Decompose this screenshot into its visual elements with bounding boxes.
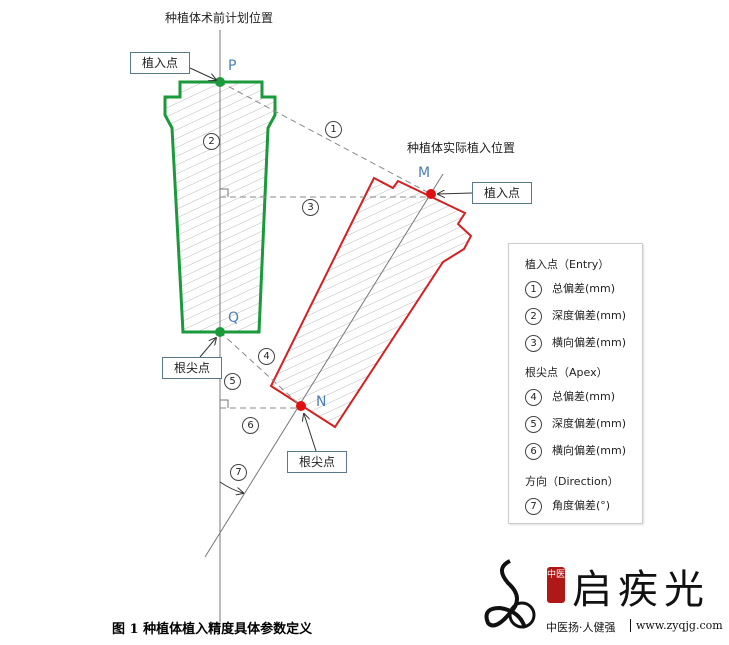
logo-badge: 中医: [547, 567, 565, 603]
right-angle-mark: [220, 399, 229, 408]
legend-label: 横向偏差(mm): [552, 444, 627, 457]
legend-item: 7 角度偏差(°): [525, 497, 610, 515]
legend-item: 5 深度偏差(mm): [525, 415, 626, 433]
label-q: Q: [228, 310, 240, 326]
figure-caption: 图 1 种植体植入精度具体参数定义: [112, 622, 313, 637]
point-m: [426, 189, 436, 199]
callout-apex-planned: 根尖点: [162, 357, 222, 379]
legend-marker: 7: [525, 497, 542, 515]
callout-entry-planned: 植入点: [130, 52, 190, 74]
marker-3: 3: [302, 199, 319, 216]
legend-marker: 6: [525, 442, 542, 460]
legend-item: 2 深度偏差(mm): [525, 307, 626, 325]
actual-implant: [269, 176, 473, 429]
legend-item: 1 总偏差(mm): [525, 280, 615, 298]
legend-label: 横向偏差(mm): [552, 336, 627, 349]
marker-2: 2: [203, 133, 220, 150]
callout-arrows: [189, 67, 473, 452]
legend-label: 深度偏差(mm): [552, 309, 627, 322]
callout-apex-actual: 根尖点: [287, 451, 347, 473]
logo-url: www.zyqjg.com: [630, 619, 723, 632]
right-angle-mark: [220, 188, 229, 197]
actual-position-title: 种植体实际植入位置: [407, 141, 516, 155]
label-m: M: [418, 165, 431, 181]
legend-marker: 2: [525, 307, 542, 325]
watermark-logo: 中医 启疾光 中医扬·人健强 www.zyqjg.com: [480, 553, 725, 638]
legend-marker: 5: [525, 415, 542, 433]
logo-slogan: 中医扬·人健强: [546, 621, 616, 634]
legend-marker: 3: [525, 334, 542, 352]
marker-6: 6: [242, 417, 259, 434]
marker-4: 4: [258, 348, 275, 365]
label-n: N: [316, 394, 327, 410]
callout-entry-actual: 植入点: [472, 182, 532, 204]
legend-marker: 1: [525, 280, 542, 298]
marker-5: 5: [224, 373, 241, 390]
legend-item: 6 横向偏差(mm): [525, 442, 626, 460]
legend-item: 4 总偏差(mm): [525, 388, 615, 406]
marker-7: 7: [230, 464, 247, 481]
marker-1: 1: [325, 121, 342, 138]
dragon-emblem-icon: [484, 559, 536, 629]
legend-apex-header: 根尖点（Apex）: [525, 366, 608, 379]
label-p: P: [228, 58, 237, 74]
deviation-lines: [219, 81, 432, 409]
legend-label: 深度偏差(mm): [552, 417, 627, 430]
legend-entry-header: 植入点（Entry）: [525, 258, 610, 271]
legend-item: 3 横向偏差(mm): [525, 334, 626, 352]
angle-arc: [219, 481, 243, 493]
legend-marker: 4: [525, 388, 542, 406]
logo-name: 启疾光: [572, 567, 710, 613]
legend-direction-header: 方向（Direction）: [525, 475, 619, 488]
legend-label: 角度偏差(°): [552, 499, 611, 512]
point-p: [215, 77, 225, 87]
legend-label: 总偏差(mm): [552, 282, 616, 295]
point-n: [296, 401, 306, 411]
point-q: [215, 327, 225, 337]
planned-position-title: 种植体术前计划位置: [165, 11, 274, 25]
legend-label: 总偏差(mm): [552, 390, 616, 403]
